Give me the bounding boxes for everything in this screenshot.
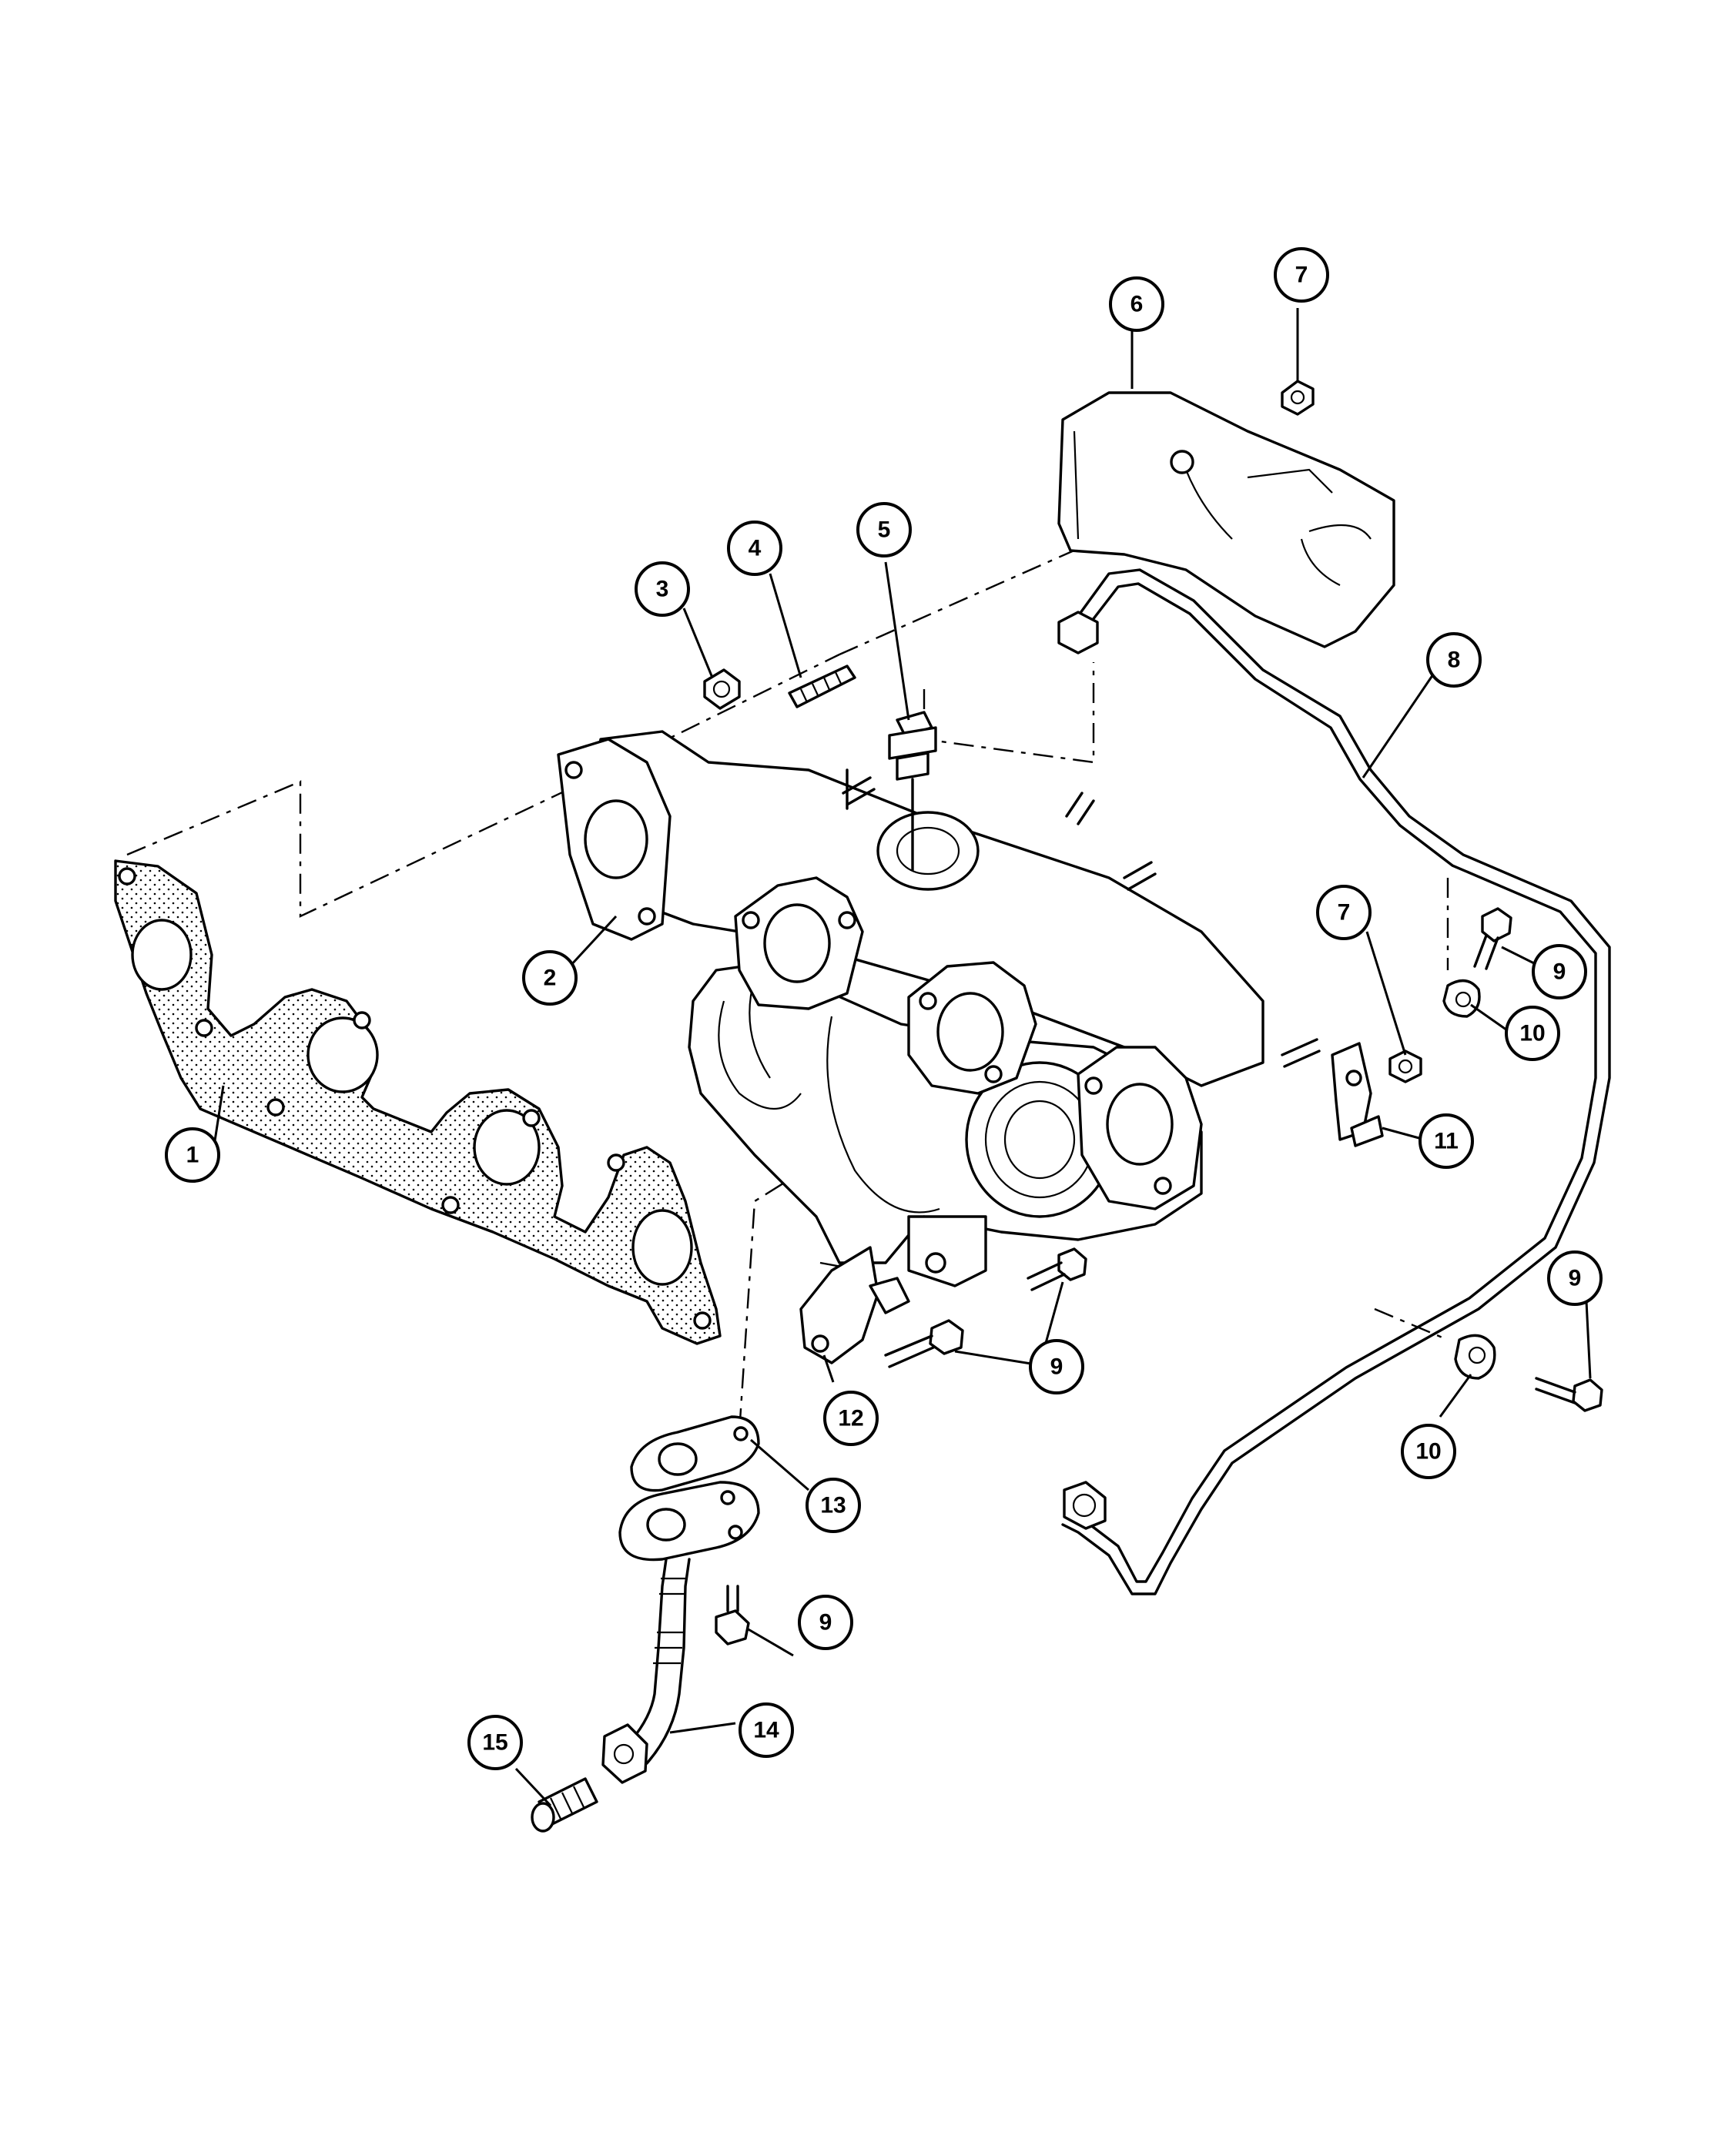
callout-15: 15 [467,1715,523,1770]
callout-7-right: 7 [1316,885,1372,940]
callout-leaders [213,308,1592,1807]
callout-9-upper-right: 9 [1532,944,1587,999]
pipe-clip-lower [1454,1334,1496,1380]
nut [703,668,741,710]
svg-text:9: 9 [1050,1354,1063,1380]
svg-text:14: 14 [753,1718,779,1743]
mounting-bracket [1331,1042,1384,1147]
callout-5: 5 [856,502,912,557]
svg-text:7: 7 [1295,263,1308,288]
bolt-center [1027,1247,1087,1291]
callout-3: 3 [635,561,690,617]
callout-11: 11 [1419,1113,1474,1169]
oil-feed-pipe [1057,568,1611,1595]
stud [788,665,856,708]
svg-text:12: 12 [838,1406,863,1431]
callout-6: 6 [1109,276,1164,332]
manifold-gasket [114,859,722,1345]
svg-text:9: 9 [819,1610,832,1635]
svg-text:3: 3 [656,577,669,602]
fitting [888,711,937,872]
callout-13: 13 [806,1478,861,1533]
svg-text:11: 11 [1434,1129,1459,1154]
callout-2: 2 [522,950,578,1006]
bolt-oil-drain [715,1585,750,1645]
pipe-clip-upper [1442,979,1481,1018]
svg-text:8: 8 [1448,648,1461,673]
oil-drain-flange [618,1481,760,1562]
svg-text:10: 10 [1519,1021,1545,1046]
svg-text:13: 13 [820,1493,846,1518]
callout-8: 8 [1426,632,1482,688]
support-bracket [799,1246,910,1364]
callout-1: 1 [165,1127,220,1183]
svg-text:2: 2 [544,966,557,991]
svg-text:6: 6 [1130,292,1144,317]
callout-9-center: 9 [1029,1339,1084,1394]
callout-9-lower-right: 9 [1547,1250,1603,1306]
svg-text:7: 7 [1338,900,1351,926]
callout-4: 4 [727,521,782,576]
svg-text:1: 1 [186,1143,199,1168]
oil-drain-tube [601,1558,691,1784]
heat-shield [1057,391,1395,648]
nut-upper [1281,380,1315,416]
svg-text:4: 4 [749,536,762,561]
bolt-upper-right [1473,907,1512,970]
svg-text:9: 9 [1569,1266,1582,1291]
svg-text:10: 10 [1415,1439,1441,1465]
callout-7-upper: 7 [1274,247,1329,303]
svg-text:15: 15 [482,1730,507,1756]
nut-right [1388,1050,1422,1083]
callout-12: 12 [823,1391,879,1446]
bolt-lower-right [1535,1377,1603,1412]
exhaust-manifold-turbocharger [557,730,1321,1287]
bolt-bracket [884,1319,964,1368]
callout-10-lower: 10 [1401,1424,1456,1479]
callout-9-oil-drain: 9 [798,1595,853,1650]
union-fitting [531,1777,598,1833]
svg-text:5: 5 [878,517,891,543]
callout-14: 14 [739,1702,794,1758]
oil-drain-gasket [630,1415,760,1492]
svg-text:9: 9 [1553,959,1566,985]
callout-10-upper: 10 [1505,1006,1560,1061]
